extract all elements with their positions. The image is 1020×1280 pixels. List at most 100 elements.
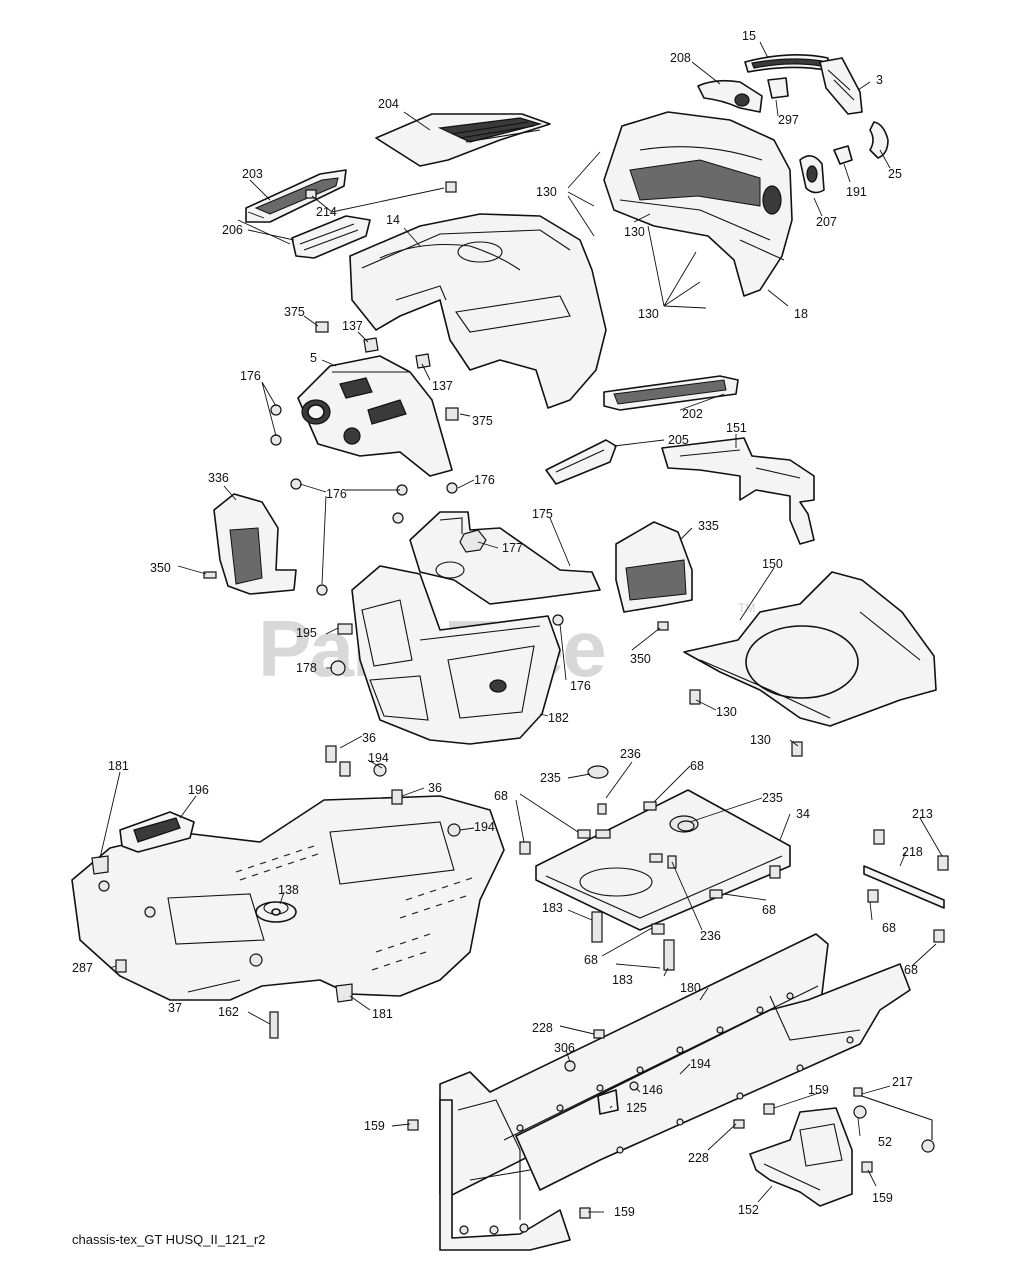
callout-137-b: 137	[432, 379, 453, 393]
callout-151: 151	[726, 421, 747, 435]
part-196-pedal-pad	[119, 811, 195, 853]
callout-176-d: 176	[570, 679, 591, 693]
callout-235-b: 235	[762, 791, 783, 805]
part-37-floor-plate	[71, 795, 505, 1001]
callout-labels: 15 208 3 204 297 25 203 130 191 214 207 …	[72, 29, 933, 1219]
callout-180: 180	[680, 981, 701, 995]
part-178-bushing	[330, 660, 346, 676]
callout-194-a: 194	[368, 751, 389, 765]
part-180-chassis-frame	[439, 933, 911, 1251]
callout-152: 152	[738, 1203, 759, 1217]
callout-336: 336	[208, 471, 229, 485]
callout-176-a: 176	[240, 369, 261, 383]
part-181-bushing	[91, 855, 353, 1003]
part-52-clip	[853, 1105, 935, 1153]
part-287-screw	[115, 959, 127, 973]
callout-206: 206	[222, 223, 243, 237]
part-152-rear-bracket	[749, 1107, 853, 1207]
callout-375-a: 375	[284, 305, 305, 319]
part-34-plate	[535, 789, 791, 931]
callout-178: 178	[296, 661, 317, 675]
callout-203: 203	[242, 167, 263, 181]
callout-130-a: 130	[536, 185, 557, 199]
callout-191: 191	[846, 185, 867, 199]
callout-181-a: 181	[108, 759, 129, 773]
callout-196: 196	[188, 783, 209, 797]
part-68-bolts	[519, 801, 945, 943]
callout-14: 14	[386, 213, 400, 227]
part-297-clip	[767, 77, 789, 99]
callout-194-b: 194	[474, 820, 495, 834]
callout-162: 162	[218, 1005, 239, 1019]
callout-236-a: 236	[620, 747, 641, 761]
callout-137-a: 137	[342, 319, 363, 333]
watermark-tm: TM	[738, 601, 755, 615]
callout-159-a: 159	[808, 1083, 829, 1097]
callout-183-a: 183	[542, 901, 563, 915]
callout-195: 195	[296, 626, 317, 640]
part-206-vent-insert	[291, 215, 371, 259]
part-217-rod	[853, 1087, 933, 1140]
part-195-clip	[337, 623, 353, 635]
callout-36-a: 36	[362, 731, 376, 745]
callout-146: 146	[642, 1083, 663, 1097]
callout-34: 34	[796, 807, 810, 821]
callout-159-d: 159	[614, 1205, 635, 1219]
callout-15: 15	[742, 29, 756, 43]
callout-287: 287	[72, 961, 93, 975]
part-214-screw	[305, 181, 457, 199]
part-203-side-grille	[245, 169, 347, 223]
callout-176-c: 176	[326, 487, 347, 501]
callout-208: 208	[670, 51, 691, 65]
callout-228-b: 228	[688, 1151, 709, 1165]
part-207-socket	[799, 155, 825, 194]
callout-125: 125	[626, 1101, 647, 1115]
callout-159-b: 159	[364, 1119, 385, 1133]
part-15-trim-strip	[744, 54, 829, 73]
callout-236-b: 236	[700, 929, 721, 943]
callout-25: 25	[888, 167, 902, 181]
callout-205: 205	[668, 433, 689, 447]
callout-130-d: 130	[716, 705, 737, 719]
part-202-lower-grille	[603, 375, 739, 411]
callout-177: 177	[502, 541, 523, 555]
part-175-support-plate	[409, 511, 601, 605]
floor-plate-holes	[235, 845, 473, 971]
callout-181-b: 181	[372, 1007, 393, 1021]
callout-335: 335	[698, 519, 719, 533]
part-182-front-shroud	[351, 565, 561, 745]
callout-68-b: 68	[494, 789, 508, 803]
callout-350-a: 350	[150, 561, 171, 575]
part-205-bracket	[545, 439, 617, 485]
callout-3: 3	[876, 73, 883, 87]
callout-297: 297	[778, 113, 799, 127]
part-204-hood-panel	[375, 113, 551, 167]
callout-213: 213	[912, 807, 933, 821]
callout-207: 207	[816, 215, 837, 229]
callout-37: 37	[168, 1001, 182, 1015]
part-130-screws-deck	[689, 689, 803, 757]
part-375-clip	[315, 321, 459, 421]
part-208-headlight	[697, 79, 763, 113]
part-5-dash-panel	[297, 355, 453, 477]
callout-159-c: 159	[872, 1191, 893, 1205]
callout-218: 218	[902, 845, 923, 859]
part-177-nut	[459, 529, 487, 553]
part-218-bracket	[863, 829, 949, 909]
part-159-screws	[407, 1103, 873, 1219]
callout-36-b: 36	[428, 781, 442, 795]
part-183-bolt	[591, 911, 675, 971]
callout-182: 182	[548, 711, 569, 725]
callout-228-a: 228	[532, 1021, 553, 1035]
part-306-nut	[564, 1060, 576, 1072]
part-335-side-panel	[615, 521, 693, 613]
callout-350-b: 350	[630, 652, 651, 666]
part-150-floor-pan	[683, 571, 937, 727]
callout-204: 204	[378, 97, 399, 111]
callout-138: 138	[278, 883, 299, 897]
part-235-bushing	[587, 765, 695, 832]
callout-235-a: 235	[540, 771, 561, 785]
callout-202: 202	[682, 407, 703, 421]
part-18-front-nose	[603, 111, 793, 297]
